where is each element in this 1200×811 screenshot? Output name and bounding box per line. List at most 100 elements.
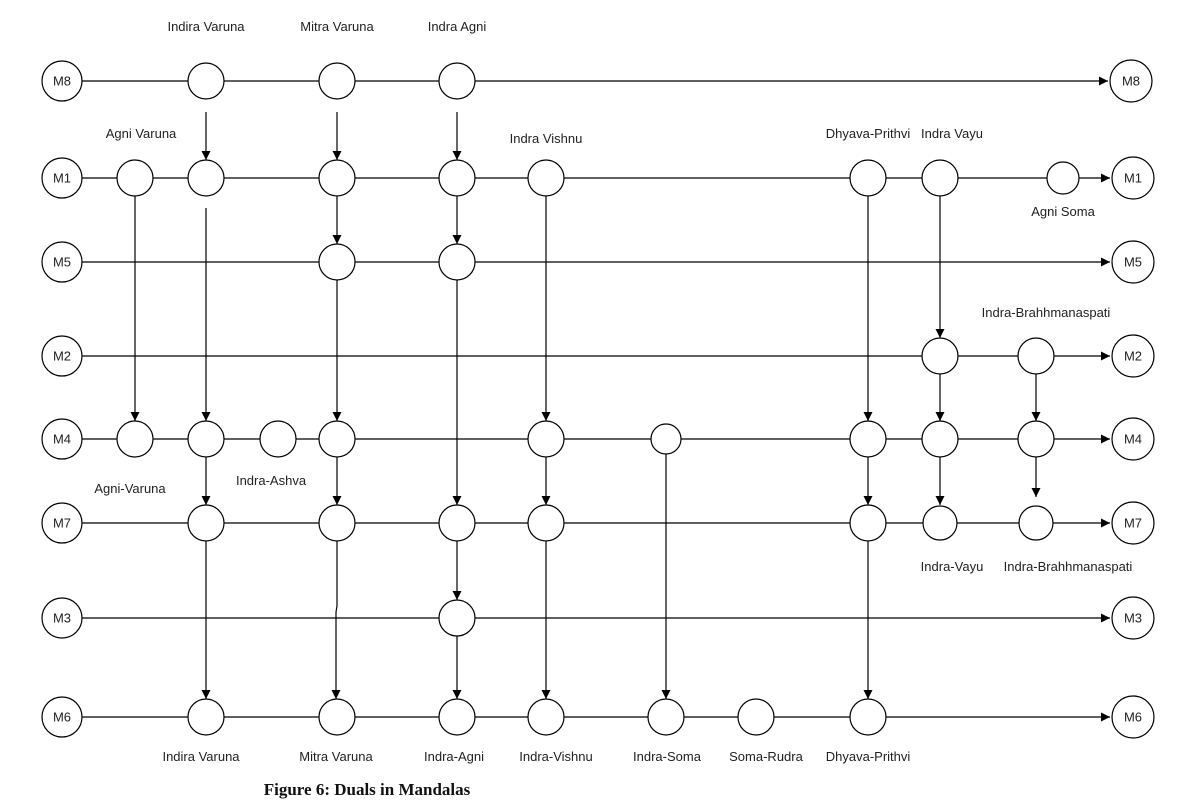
mandala-node-m3-left: [41, 597, 83, 639]
mandala-node-m8-right: [1109, 59, 1153, 103]
mandala-node-m8-left: [41, 60, 83, 102]
label-indra-soma: Indra-Soma: [633, 749, 702, 764]
mandala-label-m7-right: M7: [1124, 516, 1142, 531]
node-mitra-varuna-m5: [318, 243, 356, 281]
node-soma-rudra-m6: [737, 698, 775, 736]
node-mitra-varuna-m6: [318, 698, 356, 736]
node-indira-varuna-m1: [187, 159, 225, 197]
mandala-nodes-right: M8 M1 M5 M2 M4 M7 M3 M6: [1109, 59, 1155, 739]
mandala-node-m4-right: [1111, 417, 1155, 461]
mandala-label-m6-left: M6: [53, 710, 71, 725]
node-dhyava-prithvi-m6: [849, 698, 887, 736]
mandala-label-m2-left: M2: [53, 349, 71, 364]
node-agni-soma-m1: [1046, 161, 1080, 195]
node-dhyava-prithvi-m4: [849, 420, 887, 458]
node-indra-vishnu-m7: [527, 504, 565, 542]
node-agni-varuna-m4: [116, 420, 154, 458]
mandala-node-m4-left: [41, 418, 83, 460]
mandala-node-m7-left: [41, 502, 83, 544]
label-indra-vayu-top: Indra Vayu: [921, 126, 983, 141]
mandala-label-m3-left: M3: [53, 611, 71, 626]
node-indra-agni-m1: [438, 159, 476, 197]
label-indra-vishnu-bottom: Indra-Vishnu: [519, 749, 592, 764]
node-agni-varuna-m1: [116, 159, 154, 197]
node-indra-soma-m4: [650, 423, 682, 455]
node-indira-varuna-m8: [187, 62, 225, 100]
node-indira-varuna-m6: [187, 698, 225, 736]
mandala-label-m3-right: M3: [1124, 611, 1142, 626]
node-mitra-varuna-m7: [318, 504, 356, 542]
label-indra-brahhmanaspati-m7: Indra-Brahhmanaspati: [1004, 559, 1133, 574]
node-indra-vishnu-m4: [527, 420, 565, 458]
node-indra-agni-m5: [438, 243, 476, 281]
node-indra-agni-m3: [438, 599, 476, 637]
node-indra-vayu-m4: [921, 420, 959, 458]
row-lines: [82, 76, 1110, 722]
mandala-label-m2-right: M2: [1124, 349, 1142, 364]
label-agni-varuna-m4: Agni-Varuna: [94, 481, 166, 496]
label-indira-varuna-bottom: Indira Varuna: [162, 749, 240, 764]
mandala-node-m5-left: [41, 241, 83, 283]
node-indra-agni-m7: [438, 504, 476, 542]
label-indra-vishnu-top: Indra Vishnu: [510, 131, 583, 146]
label-dhyava-prithvi-bottom: Dhyava-Prithvi: [826, 749, 911, 764]
node-indra-vishnu-m6: [527, 698, 565, 736]
node-indra-vayu-m7: [922, 505, 958, 541]
label-mitra-varuna-top: Mitra Varuna: [300, 19, 374, 34]
mandala-label-m4-right: M4: [1124, 432, 1142, 447]
node-mitra-varuna-m8: [318, 62, 356, 100]
mandala-label-m7-left: M7: [53, 516, 71, 531]
mandala-label-m1-left: M1: [53, 171, 71, 186]
label-indra-agni-bottom: Indra-Agni: [424, 749, 484, 764]
mandala-node-m1-right: [1111, 156, 1155, 200]
connector-arrows: [130, 112, 1041, 699]
node-dhyava-prithvi-m1: [849, 159, 887, 197]
node-indira-varuna-m7: [187, 504, 225, 542]
mandala-label-m5-right: M5: [1124, 255, 1142, 270]
mandala-nodes-left: M8 M1 M5 M2 M4 M7 M3 M6: [41, 60, 83, 738]
node-indra-vishnu-m1: [527, 159, 565, 197]
node-indira-varuna-m4: [187, 420, 225, 458]
label-indra-ashva: Indra-Ashva: [236, 473, 307, 488]
node-indra-vayu-m1: [921, 159, 959, 197]
label-indra-vayu-m7: Indra-Vayu: [921, 559, 984, 574]
node-indra-agni-m6: [438, 698, 476, 736]
mandala-node-m5-right: [1111, 240, 1155, 284]
node-mitra-varuna-m1: [318, 159, 356, 197]
mandala-node-m7-right: [1111, 501, 1155, 545]
mandala-label-m5-left: M5: [53, 255, 71, 270]
mandala-label-m8-right: M8: [1122, 74, 1140, 89]
label-agni-soma: Agni Soma: [1031, 204, 1095, 219]
node-indra-brahhmanaspati-m4: [1017, 420, 1055, 458]
label-indra-brahhmanaspati-top: Indra-Brahhmanaspati: [982, 305, 1111, 320]
label-indra-agni-top: Indra Agni: [428, 19, 487, 34]
dual-labels: Indira Varuna Mitra Varuna Indra Agni Ag…: [94, 19, 1132, 764]
mandala-node-m6-left: [41, 696, 83, 738]
label-indira-varuna-top: Indira Varuna: [167, 19, 245, 34]
node-mitra-varuna-m4: [318, 420, 356, 458]
arrow-mitra-varuna-m7-m6: [331, 541, 341, 699]
node-indra-brahhmanaspati-m7: [1018, 505, 1054, 541]
dual-nodes: [116, 62, 1080, 736]
mandala-label-m6-right: M6: [1124, 710, 1142, 725]
mandala-node-m2-left: [41, 335, 83, 377]
label-soma-rudra: Soma-Rudra: [729, 749, 803, 764]
node-indra-brahhmanaspati-m2: [1017, 337, 1055, 375]
label-dhyava-prithvi-top: Dhyava-Prithvi: [826, 126, 911, 141]
node-indra-soma-m6: [647, 698, 685, 736]
label-agni-varuna: Agni Varuna: [106, 126, 177, 141]
mandala-node-m3-right: [1111, 596, 1155, 640]
mandala-label-m4-left: M4: [53, 432, 71, 447]
figure-caption: Figure 6: Duals in Mandalas: [264, 780, 471, 799]
node-dhyava-prithvi-m7: [849, 504, 887, 542]
mandala-node-m2-right: [1111, 334, 1155, 378]
node-indra-ashva-m4: [259, 420, 297, 458]
mandala-label-m8-left: M8: [53, 74, 71, 89]
node-indra-agni-m8: [438, 62, 476, 100]
mandala-node-m1-left: [41, 157, 83, 199]
mandala-node-m6-right: [1111, 695, 1155, 739]
mandala-label-m1-right: M1: [1124, 171, 1142, 186]
label-mitra-varuna-bottom: Mitra Varuna: [299, 749, 373, 764]
node-indra-vayu-m2: [921, 337, 959, 375]
